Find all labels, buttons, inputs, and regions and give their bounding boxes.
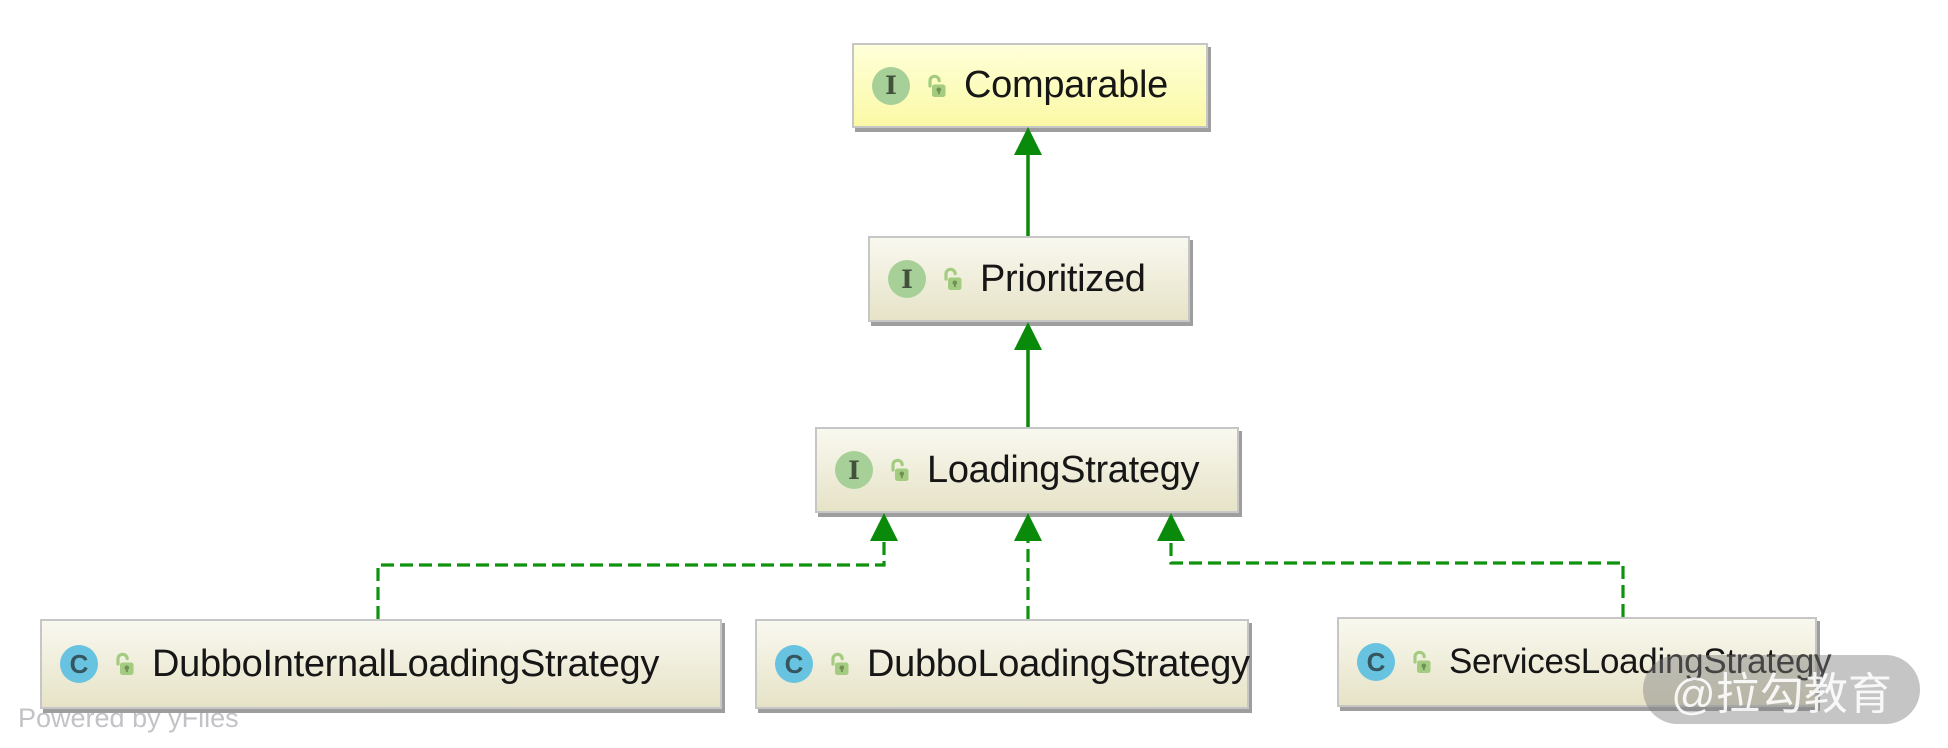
- public-lock-icon: [831, 652, 849, 675]
- node-label-dubbo-internal: DubboInternalLoadingStrategy: [152, 642, 660, 685]
- arrowhead: [1157, 513, 1185, 541]
- arrowhead: [1014, 127, 1042, 155]
- node-label-loading-strategy: LoadingStrategy: [927, 448, 1200, 491]
- interface-icon: I: [872, 66, 910, 105]
- edge-services-implements-loadingstrategy: [1169, 541, 1625, 617]
- node-label-services: ServicesLoadingStrategy: [1449, 642, 1832, 681]
- node-prioritized[interactable]: I Prioritized: [868, 236, 1190, 322]
- node-dubbo-internal-loading-strategy[interactable]: C DubboInternalLoadingStrategy: [40, 619, 722, 709]
- interface-icon-letter: I: [901, 264, 913, 294]
- interface-icon-letter: I: [848, 455, 860, 485]
- public-lock-icon: [944, 267, 962, 290]
- interface-icon: I: [835, 451, 873, 489]
- watermark-text: @拉勾教育: [1671, 669, 1892, 719]
- class-icon: C: [60, 645, 98, 683]
- arrowhead: [1014, 322, 1042, 350]
- class-icon: C: [1357, 643, 1395, 681]
- node-dubbo-loading-strategy[interactable]: C DubboLoadingStrategy: [755, 619, 1250, 709]
- arrowhead: [870, 513, 898, 541]
- public-lock-icon: [116, 652, 134, 675]
- public-lock-icon: [1413, 650, 1431, 673]
- node-label-prioritized: Prioritized: [980, 257, 1146, 300]
- node-comparable[interactable]: I Comparable: [852, 43, 1208, 128]
- node-loading-strategy[interactable]: I LoadingStrategy: [815, 427, 1239, 513]
- interface-icon: I: [888, 260, 926, 298]
- interface-icon-letter: I: [885, 71, 897, 100]
- public-lock-icon: [928, 74, 946, 97]
- class-icon-letter: C: [1366, 646, 1386, 677]
- public-lock-icon: [891, 458, 909, 481]
- class-icon-letter: C: [69, 648, 89, 679]
- watermark-badge: @拉勾教育: [1643, 655, 1920, 724]
- class-icon: C: [775, 645, 813, 683]
- edge-dubbointernal-implements-loadingstrategy: [376, 541, 886, 619]
- class-icon-letter: C: [784, 648, 804, 679]
- arrowhead: [1014, 513, 1042, 541]
- node-label-comparable: Comparable: [964, 64, 1168, 106]
- node-label-dubbo: DubboLoadingStrategy: [867, 642, 1250, 685]
- node-services-loading-strategy[interactable]: C ServicesLoadingStrategy: [1337, 617, 1832, 707]
